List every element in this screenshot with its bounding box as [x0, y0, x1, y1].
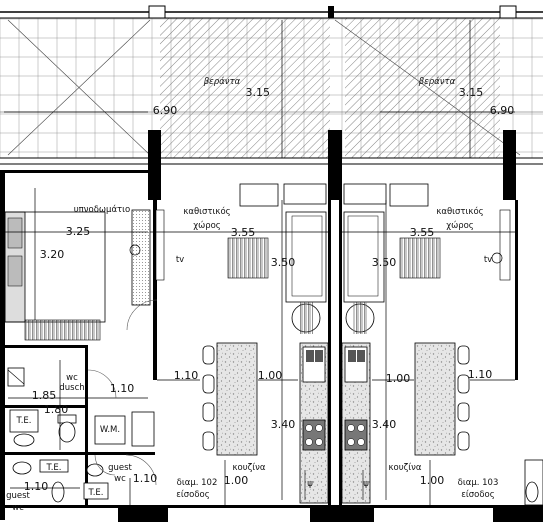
room-label-living-right-1: καθιστικός	[436, 206, 483, 217]
dim-veranda-width-right: 6.90	[490, 104, 515, 117]
bathrooms	[5, 345, 543, 506]
tv-label-right: tv	[484, 255, 492, 265]
dim-island-left-b: 1.00	[258, 369, 283, 382]
living-right	[342, 183, 515, 345]
dim-living-depth-right: 3.50	[372, 256, 397, 269]
dim-kitchen-depth-left: 3.40	[271, 418, 296, 431]
dim-bath-width: 1.85	[32, 389, 57, 402]
veranda-tiles	[0, 18, 543, 158]
room-label-entrance-left-1: διαμ. 102	[177, 478, 218, 488]
veranda-diagonals	[7, 19, 521, 156]
kitchen	[157, 342, 515, 505]
room-label-entrance-left-2: είσοδος	[176, 490, 209, 500]
dim-island-right-a: 1.00	[386, 372, 411, 385]
riser-symbol-right: ψ	[363, 479, 369, 489]
dim-bath-depth: 1.80	[44, 403, 69, 416]
room-label-entrance-right-2: είσοδος	[461, 490, 494, 500]
room-label-bedroom: υπνοδωμάτιο	[74, 205, 131, 215]
dim-living-width-left: 3.55	[231, 226, 256, 239]
dim-bedroom-width: 3.25	[66, 225, 91, 238]
fixture-te-1: T.E.	[16, 416, 32, 426]
dim-entry-right: 1.00	[420, 474, 445, 487]
tv-label-left: tv	[176, 255, 184, 265]
walls	[0, 130, 543, 522]
fixture-te-3: T.E.	[88, 488, 104, 498]
room-label-living-left-1: καθιστικός	[183, 206, 230, 217]
room-label-kitchen-right: κουζίνα	[389, 463, 422, 473]
riser-symbol-left: ψ	[307, 479, 313, 489]
room-label-kitchen-left: κουζίνα	[233, 463, 266, 473]
room-label-guest-wc-2: wc	[114, 474, 126, 484]
veranda-railing	[0, 5, 543, 19]
veranda-dimensions	[4, 20, 515, 158]
living-left	[150, 183, 328, 345]
room-label-living-right-2: χώρος	[446, 220, 474, 231]
dim-living-depth-left: 3.50	[271, 256, 296, 269]
labels: βεράντα βεράντα 6.90 6.90 3.15 3.15 υπνο…	[6, 77, 514, 513]
room-label-entrance-right-1: διαμ. 103	[458, 478, 499, 488]
room-label-guest-wc-1: guest	[108, 463, 132, 473]
dim-island-right-b: 1.10	[468, 368, 493, 381]
room-label-living-left-2: χώρος	[193, 220, 221, 231]
fixture-te-2: T.E.	[46, 463, 62, 473]
room-label-veranda-left: βεράντα	[203, 77, 241, 87]
dim-island-left-a: 1.10	[174, 369, 199, 382]
dim-veranda-depth-right: 3.15	[459, 86, 484, 99]
dim-entry-left-b: 1.00	[224, 474, 249, 487]
dim-kitchen-depth-right: 3.40	[372, 418, 397, 431]
room-label-veranda-right: βεράντα	[418, 77, 456, 87]
room-label-wc-dusch-2: dusch	[59, 383, 84, 393]
door-swings	[87, 299, 158, 486]
room-label-wc-dusch-1: wc	[66, 373, 78, 383]
fixture-wm: W.M.	[100, 425, 120, 435]
room-label-guest-wc-left-2: wc	[12, 503, 24, 513]
dim-bedroom-depth: 3.20	[40, 248, 65, 261]
bedroom	[4, 188, 151, 341]
dim-guest-left: 1.10	[24, 480, 49, 493]
dim-veranda-width-left: 6.90	[153, 104, 178, 117]
room-label-guest-wc-left-1: guest	[6, 491, 30, 501]
dim-living-width-right: 3.55	[410, 226, 435, 239]
dim-entry-left-a: 1.10	[133, 472, 158, 485]
dim-corridor-left: 1.10	[110, 382, 135, 395]
dim-veranda-depth-left: 3.15	[246, 86, 271, 99]
